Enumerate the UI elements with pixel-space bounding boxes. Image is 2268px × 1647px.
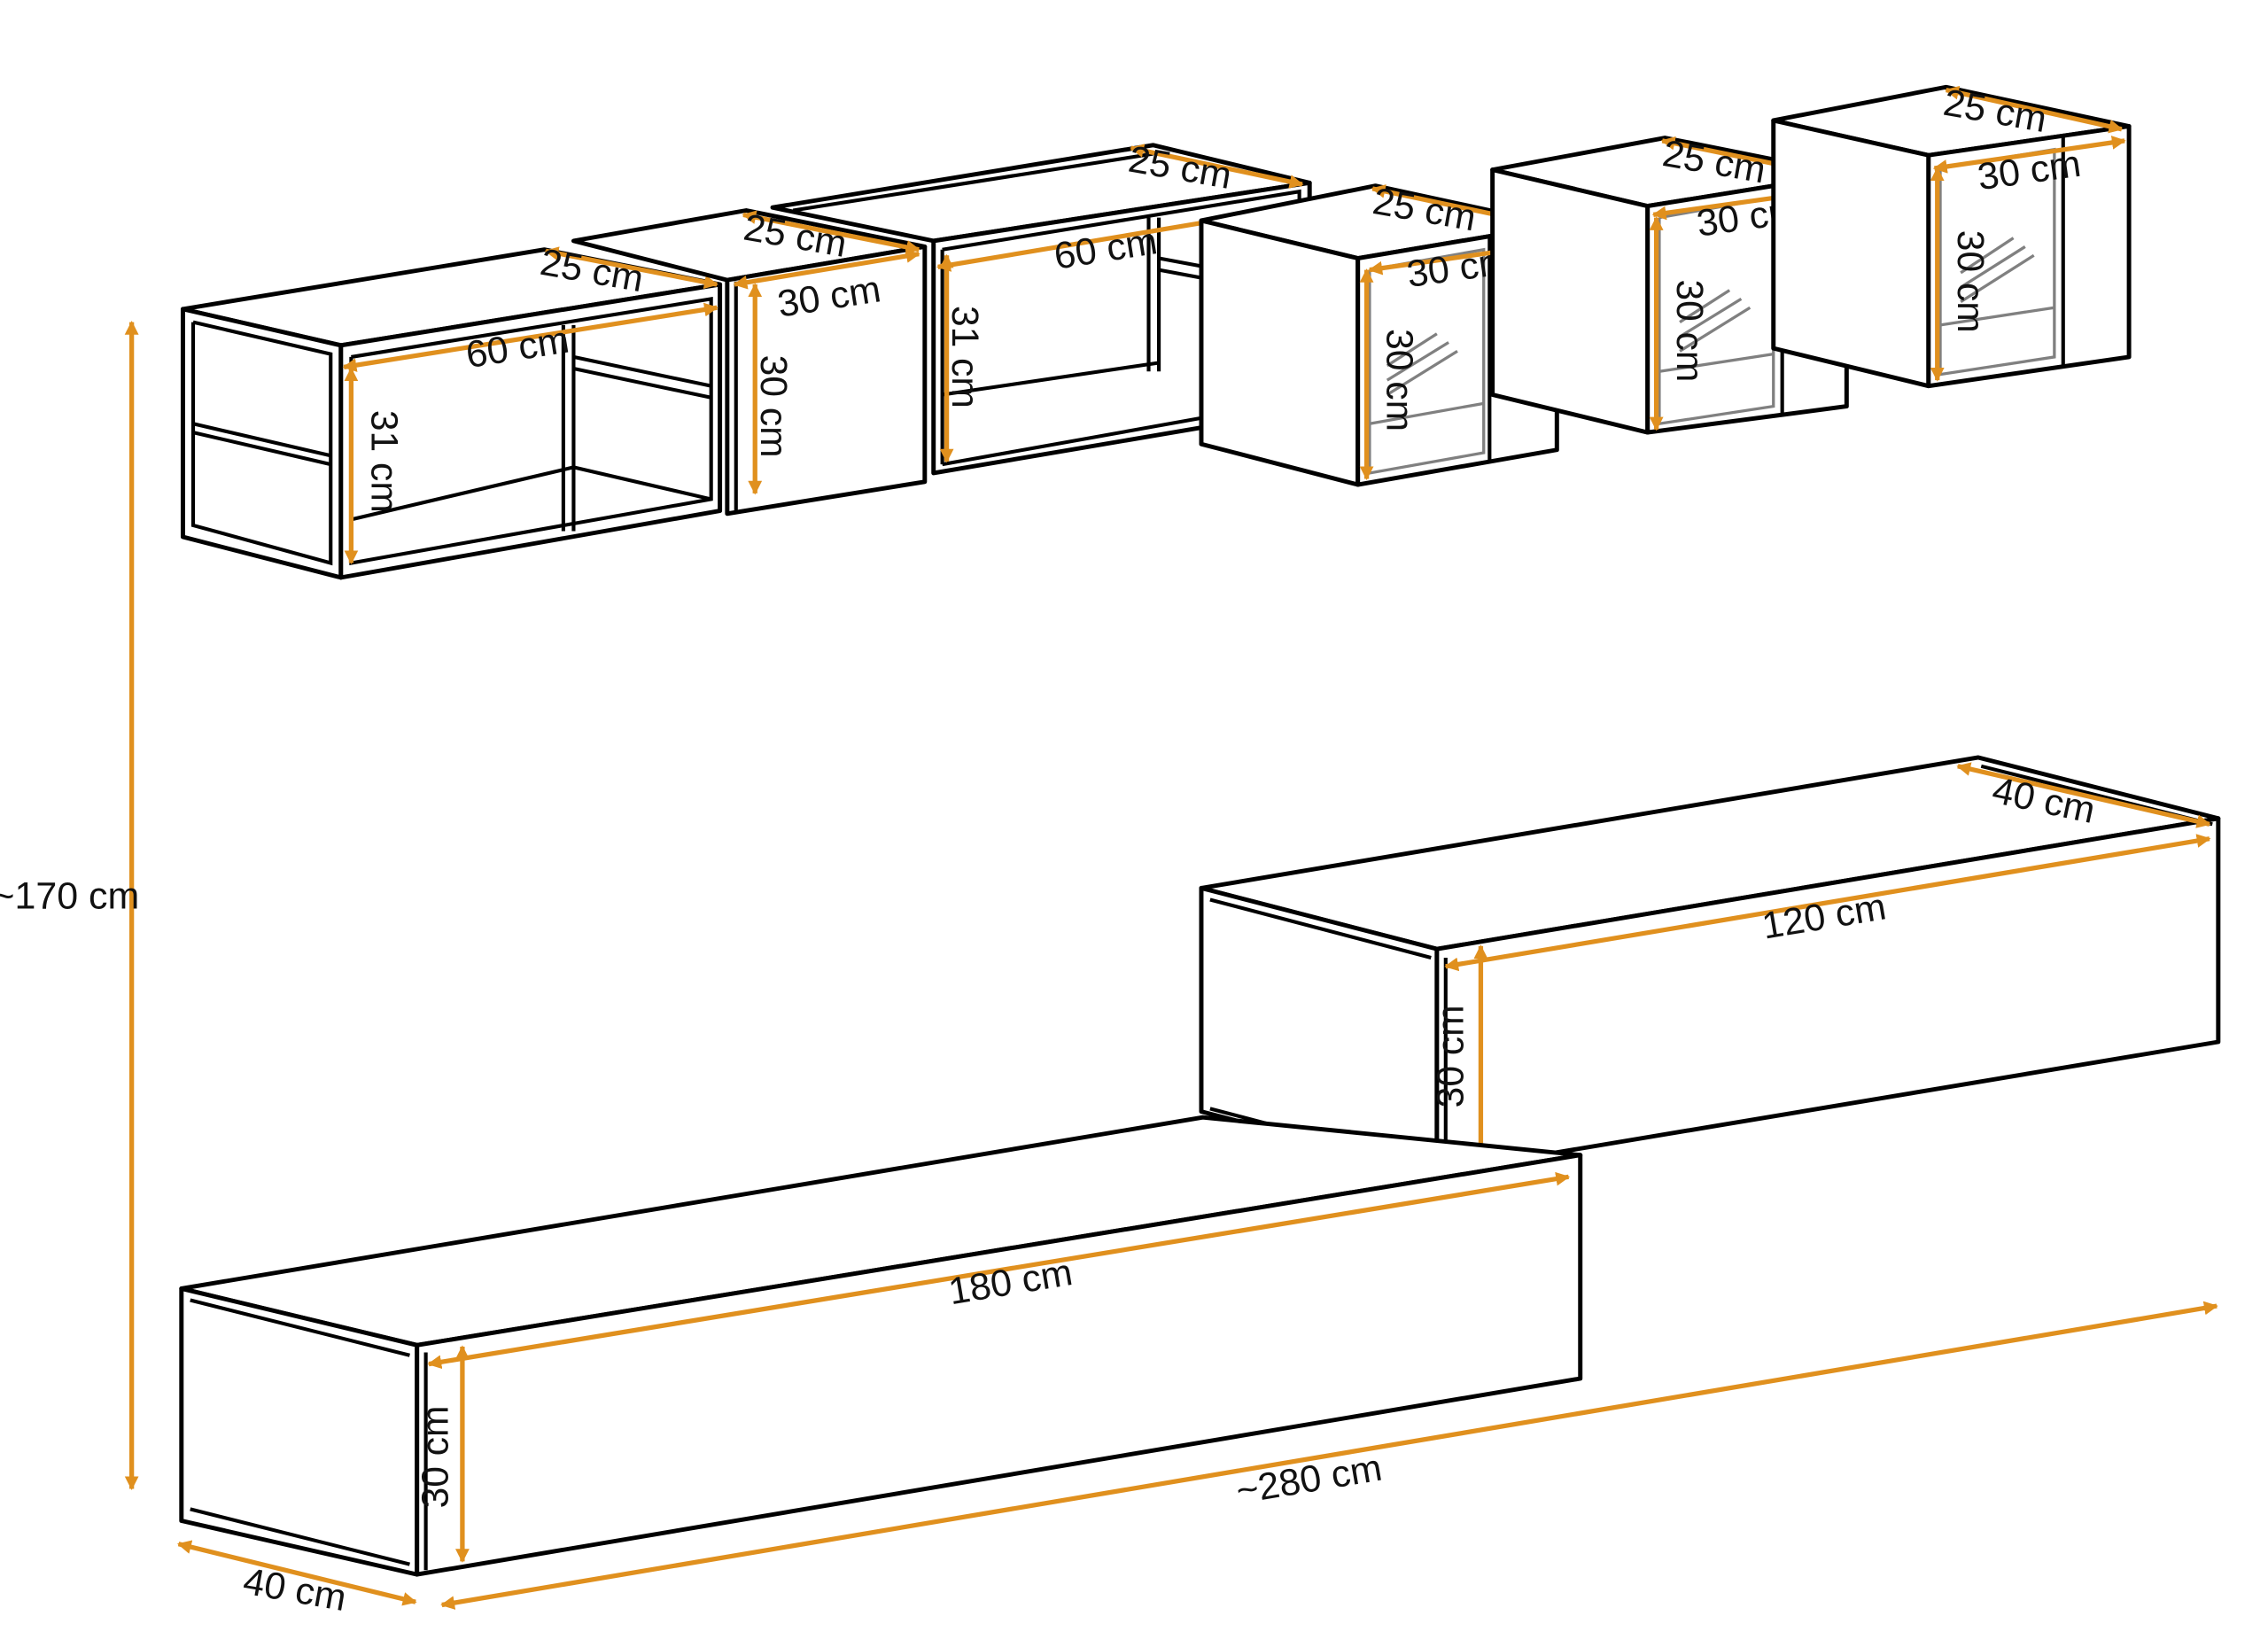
closed-cabinet: 25 cm 30 cm 30 cm <box>571 206 928 517</box>
hanging-cabinet: 40 cm 120 cm 30 cm <box>1199 755 2221 1175</box>
overall-width-label: ~280 cm <box>1233 1447 1386 1513</box>
glass-cabinet-3: 25 cm 30 cm 30 cm <box>1771 82 2132 389</box>
glass-cabinet-1-height-label: 30 cm <box>1379 329 1421 431</box>
glass-cabinet-2: 25 cm 30 cm 30 cm <box>1490 132 1849 435</box>
tv-stand: 180 cm 30 cm 40 cm <box>176 1115 1583 1620</box>
overall-height-label: ~170 cm <box>0 874 139 917</box>
tv-stand-depth-label: 40 cm <box>240 1560 350 1620</box>
shelf-right-height-label: 31 cm <box>944 306 986 408</box>
closed-cabinet-height-label: 30 cm <box>752 355 795 458</box>
tv-stand-height-label: 30 cm <box>414 1405 456 1508</box>
glass-cabinet-3-height-label: 30 cm <box>1949 230 1992 333</box>
glass-cabinet-2-height-label: 30 cm <box>1668 279 1711 382</box>
shelf-left-height-label: 31 cm <box>362 410 405 513</box>
hanging-cabinet-height-label: 30 cm <box>1429 1005 1472 1107</box>
overall-height-dimension: ~170 cm <box>0 321 139 1491</box>
open-shelf-left: 25 cm 60 cm 31 cm <box>180 241 723 580</box>
